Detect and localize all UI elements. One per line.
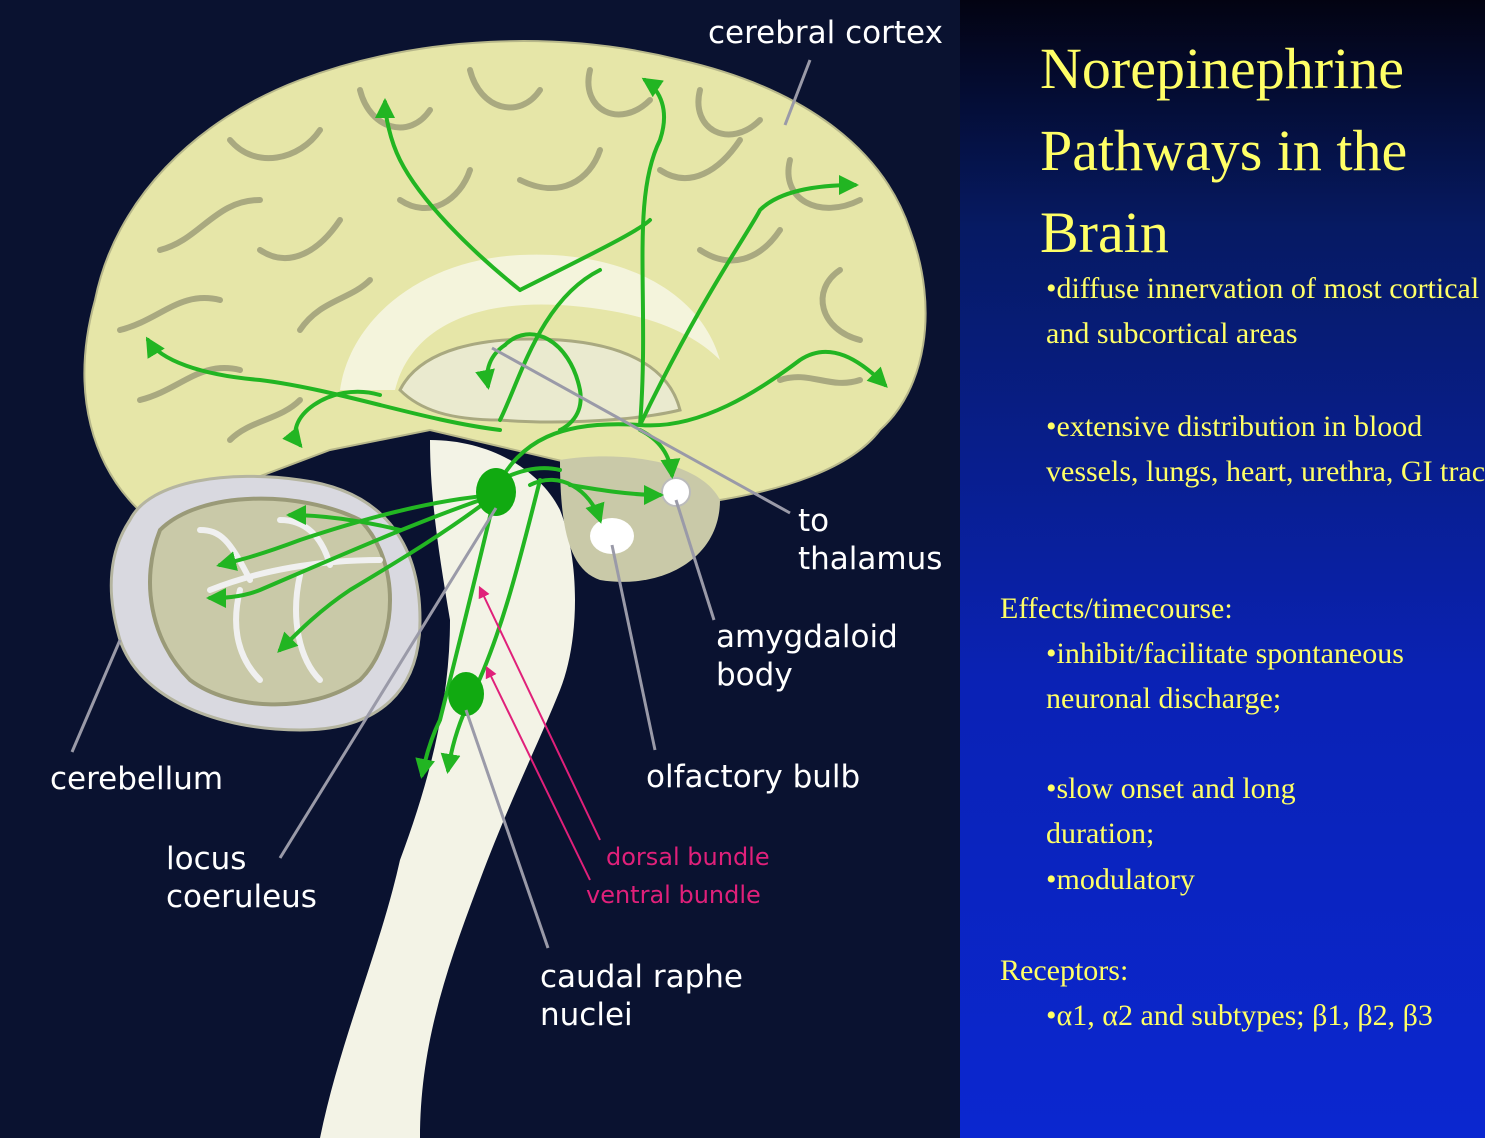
bullet-diffuse-innervation: •diffuse innervation of most cortical an… (1046, 266, 1485, 356)
receptors-heading: Receptors: (1000, 948, 1128, 993)
caudal-raphe-nucleus (448, 672, 484, 716)
brain-diagram-panel: cerebral cortex to thalamus amygdaloid b… (0, 0, 960, 1138)
to-thalamus-label-line2: thalamus (798, 540, 942, 578)
caudal-raphe-label-line1: caudal raphe (540, 958, 743, 996)
locus-coeruleus-label-line1: locus (166, 840, 246, 878)
effect-slow-onset: •slow onset and long duration; (1046, 766, 1406, 856)
effects-heading: Effects/timecourse: (1000, 586, 1233, 631)
ventral-bundle-label: ventral bundle (586, 876, 761, 914)
cerebellum-folia (150, 499, 390, 705)
bullet-extensive-distribution: •extensive distribution in blood vessels… (1046, 404, 1485, 494)
olfactory-bulb-label: olfactory bulb (646, 758, 860, 796)
effect-inhibit-facilitate: •inhibit/facilitate spontaneous neuronal… (1046, 631, 1406, 721)
text-panel: Norepinephrine Pathways in the Brain •di… (960, 0, 1485, 1138)
effect-modulatory: •modulatory (1046, 857, 1485, 902)
to-thalamus-label-line1: to (798, 502, 829, 540)
caudal-raphe-label-line2: nuclei (540, 996, 633, 1034)
cerebral-cortex-label: cerebral cortex (708, 14, 943, 52)
amygdaloid-label-line2: body (716, 656, 793, 694)
amygdaloid-label-line1: amygdaloid (716, 618, 898, 656)
dorsal-bundle-label: dorsal bundle (606, 838, 770, 876)
locus-coeruleus-label-line2: coeruleus (166, 878, 317, 916)
cerebellum-label: cerebellum (50, 760, 223, 798)
slide-title: Norepinephrine Pathways in the Brain (1040, 28, 1470, 274)
receptors-list: •α1, α2 and subtypes; β1, β2, β3 (1046, 993, 1456, 1038)
